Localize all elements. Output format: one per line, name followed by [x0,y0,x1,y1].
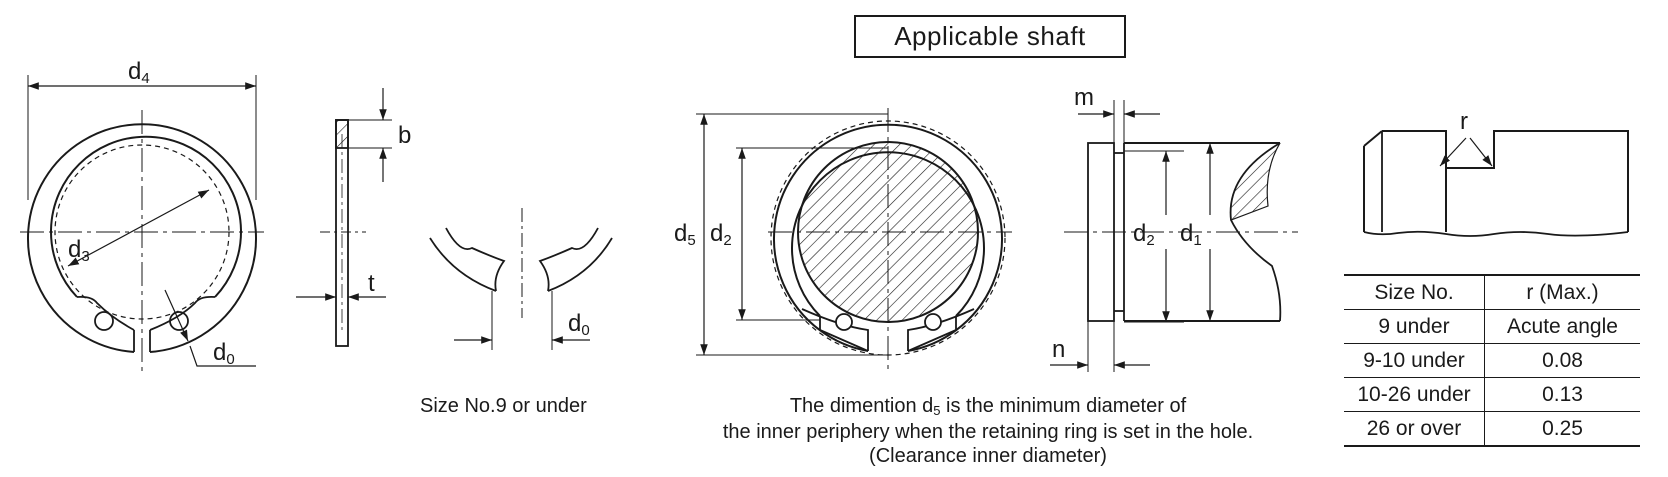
shaft-side-view [1050,100,1298,372]
table-row: 9-10 under 0.08 [1344,343,1640,378]
label-d3: d3 [68,236,90,266]
table-cell: 26 or over [1344,411,1485,447]
table-row: 10-26 under 0.13 [1344,377,1640,412]
label-d5: d5 [674,220,696,250]
label-d0-ring: d0 [213,339,235,369]
label-d4: d4 [128,58,150,88]
table-header-row: Size No. r (Max.) [1344,274,1640,310]
table-row: 26 or over 0.25 [1344,411,1640,447]
label-d2-right: d2 [1133,220,1155,250]
table-cell: 9-10 under [1344,343,1485,378]
label-m: m [1074,84,1094,111]
r-max-table: Size No. r (Max.) 9 under Acute angle 9-… [1344,274,1640,447]
hole-detail-view [429,208,613,350]
label-n: n [1052,336,1066,363]
table-cell: 10-26 under [1344,377,1485,412]
table-cell: 0.08 [1484,343,1640,378]
table-cell: 9 under [1344,309,1485,344]
label-t: t [368,270,375,297]
table-header: Size No. [1344,274,1485,310]
table-cell: 0.13 [1484,377,1640,412]
clearance-note: The dimention d5 is the minimum diameter… [722,395,1254,467]
detail-caption: Size No.9 or under [420,395,587,417]
table-row: 9 under Acute angle [1344,309,1640,344]
label-d0-detail: d0 [568,310,590,340]
ring-front-view [20,75,264,372]
label-d1: d1 [1180,220,1202,250]
shaft-front-view [696,108,1012,372]
groove-corner-detail [1363,130,1629,237]
ring-side-view [296,88,392,347]
table-cell: Acute angle [1484,309,1640,344]
table-header: r (Max.) [1484,274,1640,310]
label-r: r [1460,108,1468,135]
applicable-shaft-title: Applicable shaft [854,15,1126,58]
table-cell: 0.25 [1484,411,1640,447]
label-b: b [398,122,412,149]
label-d2-left: d2 [710,220,732,250]
